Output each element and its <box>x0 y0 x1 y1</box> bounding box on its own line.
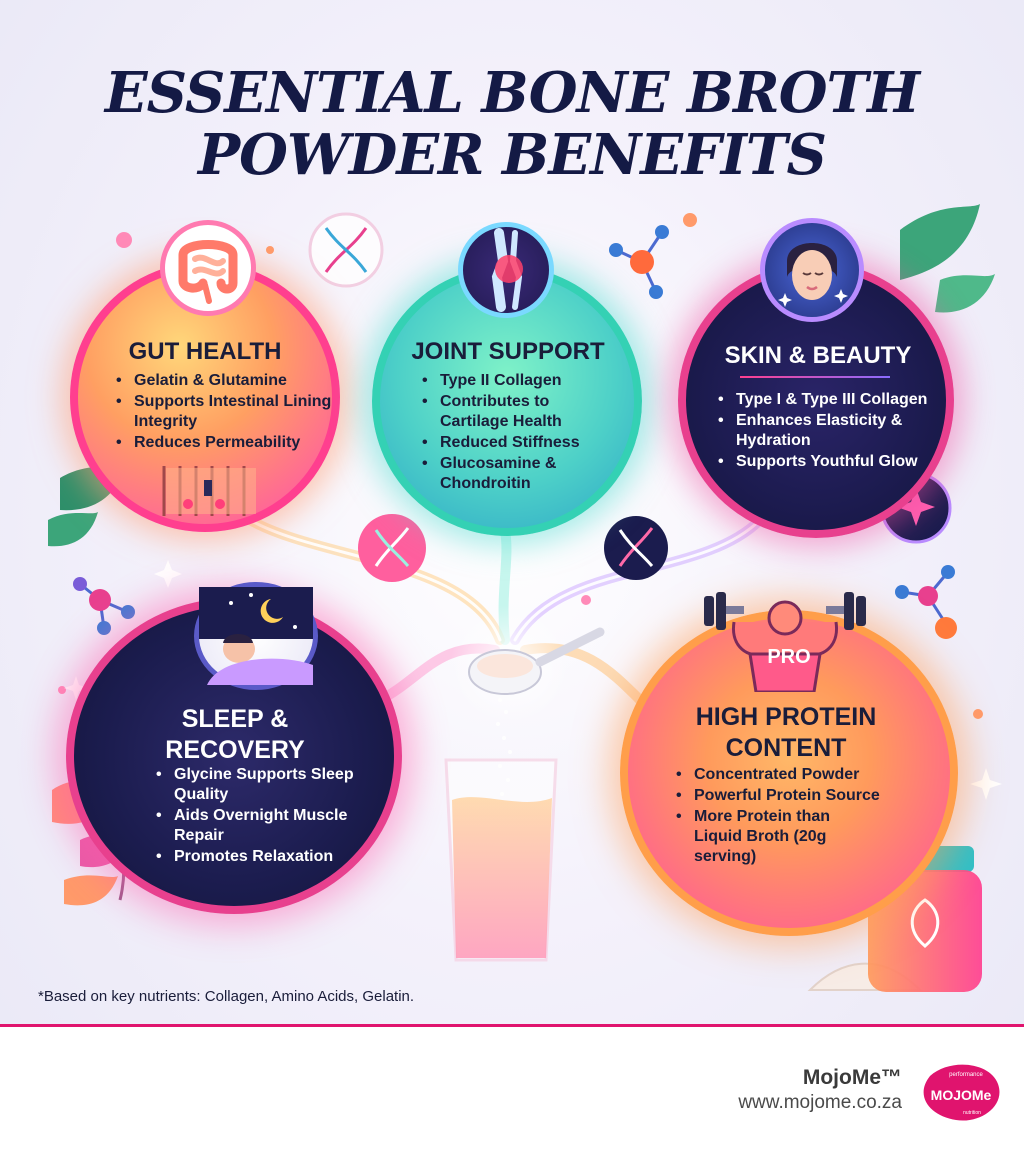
spoon-icon <box>450 605 605 725</box>
sparkle-icon <box>58 213 1002 800</box>
sleep-recovery-list: Glycine Supports Sleep Quality Aids Over… <box>156 765 366 868</box>
gut-item-2: Supports Intestinal Lining Integrity <box>116 392 334 432</box>
dna-icon <box>308 212 384 288</box>
skin-beauty-list: Type I & Type III Collagen Enhances Elas… <box>718 390 944 473</box>
joint-support-list: Type II Collagen Contributes to Cartilag… <box>422 371 622 495</box>
joint-item-2: Contributes to Cartilage Health <box>422 392 622 432</box>
skin-item-3: Supports Youthful Glow <box>718 452 944 472</box>
skin-beauty-heading: SKIN & BEAUTY <box>724 342 912 369</box>
sleep-item-1: Glycine Supports Sleep Quality <box>156 765 366 805</box>
footer <box>0 1027 1024 1154</box>
gut-item-1: Gelatin & Glutamine <box>116 371 334 391</box>
glass-icon <box>444 758 558 962</box>
footer-divider <box>0 1024 1024 1027</box>
intestine-icon <box>160 220 256 316</box>
logo-text: MOJOMe <box>931 1087 992 1103</box>
knee-joint-icon <box>458 222 554 318</box>
sleep-item-3: Promotes Relaxation <box>156 847 366 867</box>
joint-item-4: Glucosamine & Chondroitin <box>422 454 622 494</box>
gut-item-3: Reduces Permeability <box>116 433 334 453</box>
skin-item-2: Enhances Elasticity & Hydration <box>718 411 944 451</box>
footnote: *Based on key nutrients: Collagen, Amino… <box>38 988 415 1005</box>
logo-bottom-text: nutrition <box>963 1110 981 1116</box>
dna-sphere-left <box>358 514 426 582</box>
website-link[interactable]: www.mojome.co.za <box>738 1092 902 1113</box>
high-protein-list: Concentrated Powder Powerful Protein Sou… <box>676 765 916 868</box>
sleep-recovery-heading: SLEEP & RECOVERY <box>165 705 305 764</box>
high-protein-heading: HIGH PROTEIN CONTENT <box>695 703 877 762</box>
skin-beauty-underline <box>740 376 890 378</box>
sleeping-person-icon <box>194 582 318 690</box>
intestinal-lining-icon <box>162 466 256 516</box>
dna-sphere-right <box>604 516 668 580</box>
joint-support-heading: JOINT SUPPORT <box>411 338 605 365</box>
decorations <box>48 204 1002 992</box>
logo-top-text: performance <box>949 1072 983 1078</box>
brand-name: MojoMe™ <box>802 1066 902 1089</box>
title-line-1: ESSENTIAL BONE BROTH <box>104 60 920 126</box>
mojome-logo: MOJOMe performance nutrition <box>923 1064 1000 1121</box>
skin-item-1: Type I & Type III Collagen <box>718 390 944 410</box>
protein-item-3: More Protein than Liquid Broth (20g serv… <box>676 807 870 867</box>
page-title: ESSENTIAL BONE BROTH POWDER BENEFITS <box>0 62 1024 186</box>
sleep-item-2: Aids Overnight Muscle Repair <box>156 806 366 846</box>
powder-jar-icon <box>807 846 982 992</box>
protein-badge: PRO <box>767 646 811 668</box>
molecule-icon-left <box>73 577 135 635</box>
joint-item-1: Type II Collagen <box>422 371 622 391</box>
molecule-icon-right <box>895 565 957 639</box>
gut-health-heading: GUT HEALTH <box>128 338 282 365</box>
protein-item-2: Powerful Protein Source <box>676 786 916 806</box>
molecule-icon <box>609 225 669 299</box>
face-icon <box>760 218 864 322</box>
muscle-dumbbell-icon <box>704 592 866 692</box>
protein-item-1: Concentrated Powder <box>676 765 916 785</box>
gut-health-list: Gelatin & Glutamine Supports Intestinal … <box>116 371 334 454</box>
title-line-2: POWDER BENEFITS <box>197 122 827 188</box>
joint-item-3: Reduced Stiffness <box>422 433 622 453</box>
